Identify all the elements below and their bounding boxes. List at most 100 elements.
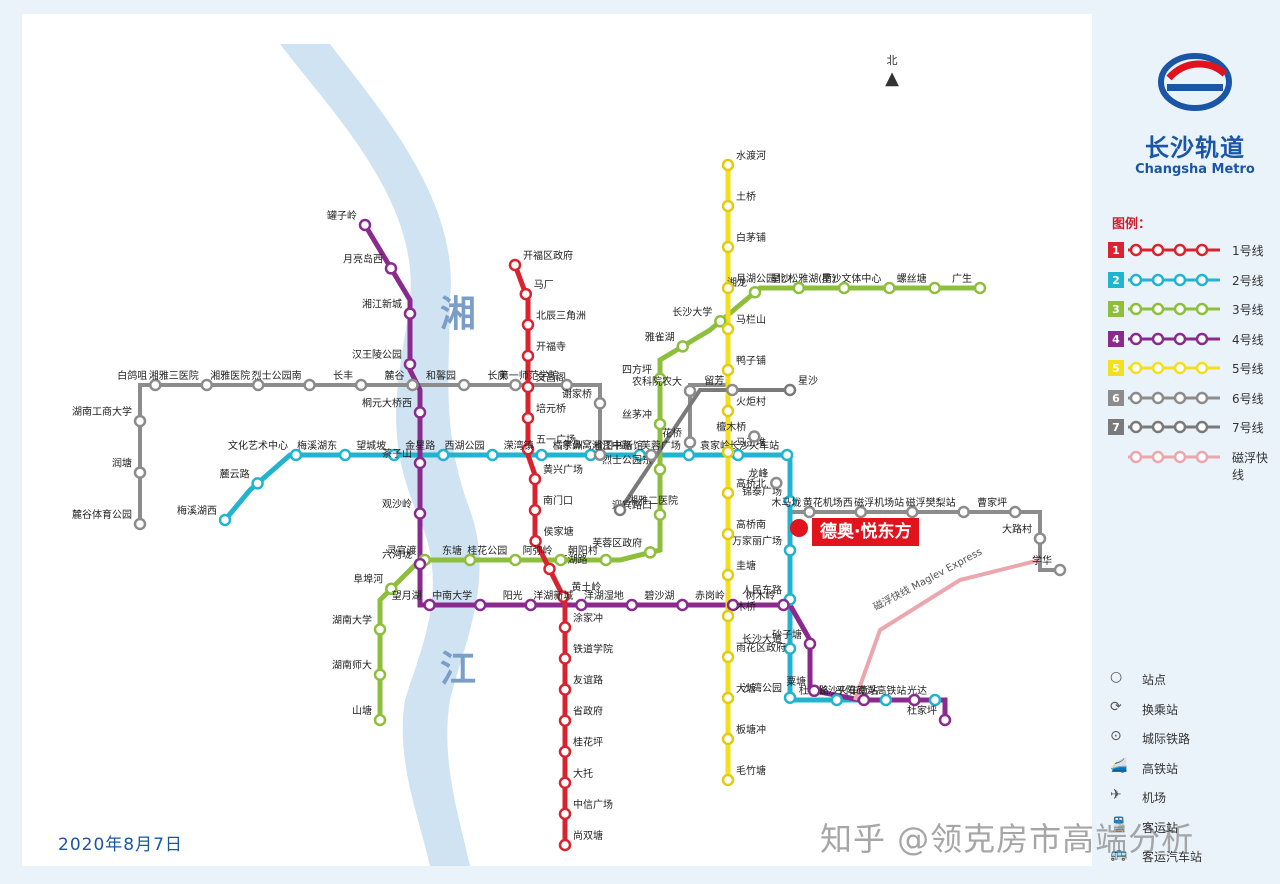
station-marker[interactable] (289, 448, 303, 462)
station-marker[interactable] (928, 693, 942, 707)
station-marker[interactable] (905, 505, 919, 519)
station-marker[interactable] (973, 281, 987, 295)
station-marker[interactable] (251, 477, 264, 490)
station-marker[interactable] (770, 476, 783, 490)
station-marker[interactable] (676, 340, 689, 353)
station-marker[interactable] (509, 553, 522, 567)
station-marker[interactable] (403, 357, 417, 371)
station-marker[interactable] (558, 652, 572, 665)
station-marker[interactable] (714, 315, 727, 328)
station-marker[interactable] (384, 262, 398, 275)
station-marker[interactable] (521, 380, 535, 394)
station-marker[interactable] (644, 448, 658, 462)
station-marker[interactable] (653, 417, 667, 431)
station-marker[interactable] (593, 448, 607, 461)
station-marker[interactable] (957, 505, 970, 519)
station-marker[interactable] (558, 807, 572, 821)
station-marker[interactable] (373, 623, 387, 636)
station-marker[interactable] (358, 218, 372, 232)
station-marker[interactable] (676, 598, 689, 612)
station-marker[interactable] (560, 378, 574, 392)
station-marker[interactable] (1033, 532, 1047, 545)
station-marker[interactable] (200, 378, 214, 392)
station-marker[interactable] (721, 158, 735, 172)
station-marker[interactable] (792, 281, 806, 295)
station-marker[interactable] (338, 448, 352, 462)
station-marker[interactable] (413, 507, 427, 520)
station-marker[interactable] (721, 650, 735, 664)
station-marker[interactable] (777, 598, 790, 612)
station-marker[interactable] (783, 691, 797, 704)
station-marker[interactable] (721, 486, 735, 500)
station-marker[interactable] (830, 693, 844, 707)
station-marker[interactable] (521, 349, 535, 363)
station-marker[interactable] (883, 281, 896, 295)
station-marker[interactable] (879, 693, 893, 707)
station-marker[interactable] (133, 466, 147, 479)
station-marker[interactable] (780, 448, 794, 462)
station-marker[interactable] (1008, 505, 1022, 519)
station-marker[interactable] (726, 383, 739, 397)
station-marker[interactable] (599, 553, 613, 567)
station-marker[interactable] (558, 776, 572, 790)
station-marker[interactable] (625, 598, 639, 612)
station-marker[interactable] (653, 372, 667, 386)
station-marker[interactable] (521, 411, 535, 425)
station-marker[interactable] (593, 397, 607, 410)
station-marker[interactable] (463, 553, 477, 567)
station-marker[interactable] (413, 406, 427, 419)
station-marker[interactable] (721, 732, 735, 746)
station-marker[interactable] (413, 557, 427, 571)
station-marker[interactable] (803, 637, 817, 651)
station-marker[interactable] (437, 448, 450, 462)
station-marker[interactable] (908, 693, 921, 707)
station-marker[interactable] (783, 494, 797, 508)
station-marker[interactable] (403, 307, 417, 320)
station-marker[interactable] (521, 318, 535, 332)
station-marker[interactable] (385, 582, 398, 595)
station-marker[interactable] (928, 281, 941, 295)
station-marker[interactable] (508, 258, 522, 272)
station-marker[interactable] (373, 713, 387, 727)
station-marker[interactable] (543, 562, 556, 576)
station-marker[interactable] (133, 517, 147, 531)
station-marker[interactable] (783, 544, 797, 557)
station-marker[interactable] (529, 534, 542, 548)
station-marker[interactable] (721, 773, 735, 787)
station-marker[interactable] (473, 598, 487, 612)
station-marker[interactable] (803, 505, 816, 519)
station-marker[interactable] (682, 448, 696, 462)
station-marker[interactable] (528, 503, 542, 517)
station-marker[interactable] (653, 463, 667, 476)
station-marker[interactable] (558, 683, 572, 696)
station-marker[interactable] (486, 448, 499, 462)
station-marker[interactable] (748, 430, 761, 443)
station-marker[interactable] (613, 503, 627, 517)
station-marker[interactable] (633, 448, 647, 462)
station-marker[interactable] (354, 378, 368, 392)
station-marker[interactable] (721, 281, 735, 295)
station-marker[interactable] (721, 609, 735, 623)
station-marker[interactable] (783, 383, 797, 397)
station-marker[interactable] (721, 322, 735, 336)
station-marker[interactable] (133, 414, 147, 428)
station-marker[interactable] (509, 378, 522, 392)
station-marker[interactable] (423, 598, 436, 612)
station-marker[interactable] (521, 442, 535, 456)
station-marker[interactable] (721, 527, 735, 541)
station-marker[interactable] (554, 553, 567, 567)
station-marker[interactable] (558, 745, 572, 758)
station-marker[interactable] (683, 384, 697, 398)
station-marker[interactable] (535, 448, 548, 462)
station-marker[interactable] (721, 199, 735, 213)
station-marker[interactable] (406, 378, 419, 392)
station-marker[interactable] (413, 456, 427, 470)
station-marker[interactable] (558, 838, 572, 852)
station-marker[interactable] (857, 693, 871, 707)
station-marker[interactable] (387, 448, 401, 462)
station-marker[interactable] (726, 598, 740, 612)
station-marker[interactable] (1053, 563, 1067, 577)
station-marker[interactable] (854, 505, 868, 519)
station-marker[interactable] (837, 281, 851, 295)
station-marker[interactable] (783, 642, 797, 655)
